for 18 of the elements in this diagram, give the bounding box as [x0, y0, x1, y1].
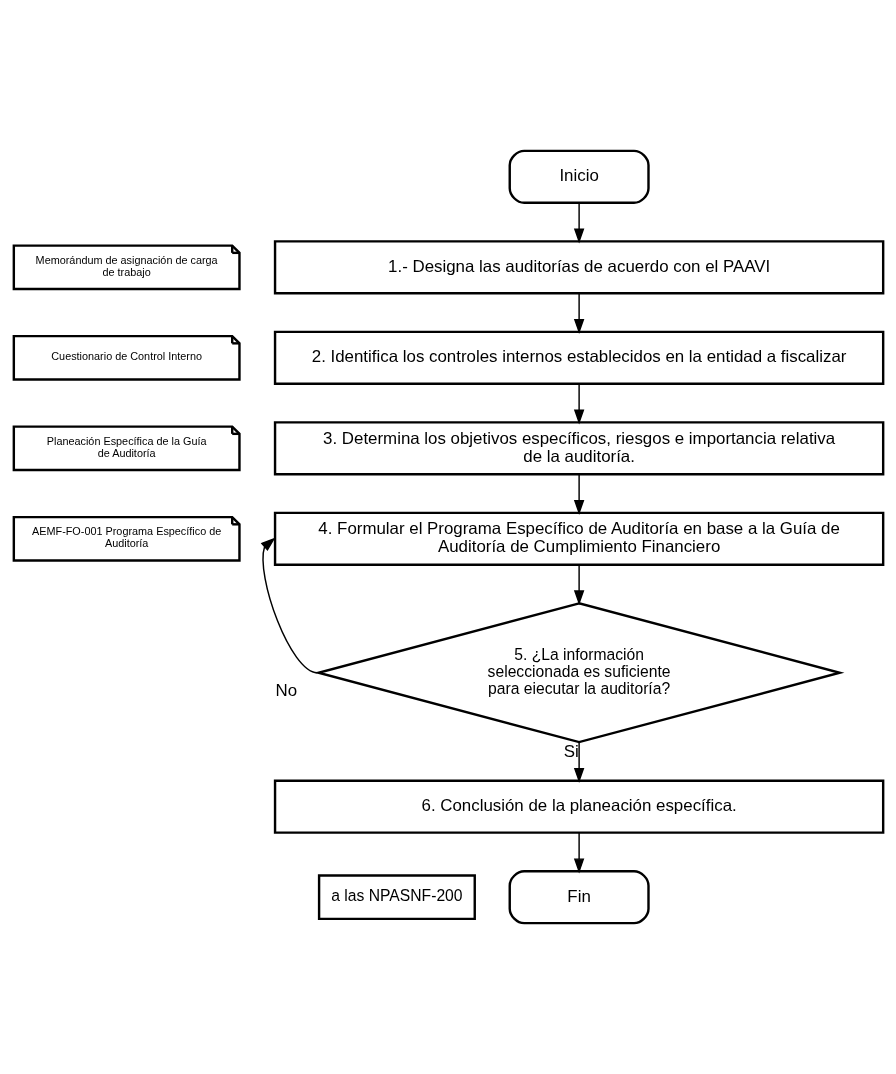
- node-box: 6. Conclusión de la planeación específica.: [273, 779, 884, 834]
- node-box: 2. Identifica los controles internos establecidos en la entidad a fiscalizar: [273, 330, 884, 385]
- arrow: [573, 292, 584, 335]
- node-box: Inicio: [508, 149, 650, 204]
- node-box: 3. Determina los objetivos específicos, riesgos e importancia relativa de la auditoría.: [273, 421, 884, 476]
- arrow: [573, 473, 584, 516]
- arrow: [573, 383, 584, 425]
- edge-label: No: [275, 681, 297, 701]
- arrow: [573, 564, 584, 606]
- node-box: Fin: [508, 870, 650, 925]
- arrow: [260, 537, 318, 674]
- arrow: [573, 741, 584, 783]
- node-box: a las NPASNF-200: [317, 874, 476, 921]
- arrow: [573, 832, 584, 874]
- arrow: [573, 202, 584, 244]
- edge-label: Si: [563, 741, 579, 761]
- node-box: 1.- Designa las auditorías de acuerdo con el PAAVI: [273, 240, 884, 295]
- node-box: 4. Formular el Programa Específico de Auditoría en base a la Guía de Auditoría de Cumplimiento Financiero: [273, 511, 884, 566]
